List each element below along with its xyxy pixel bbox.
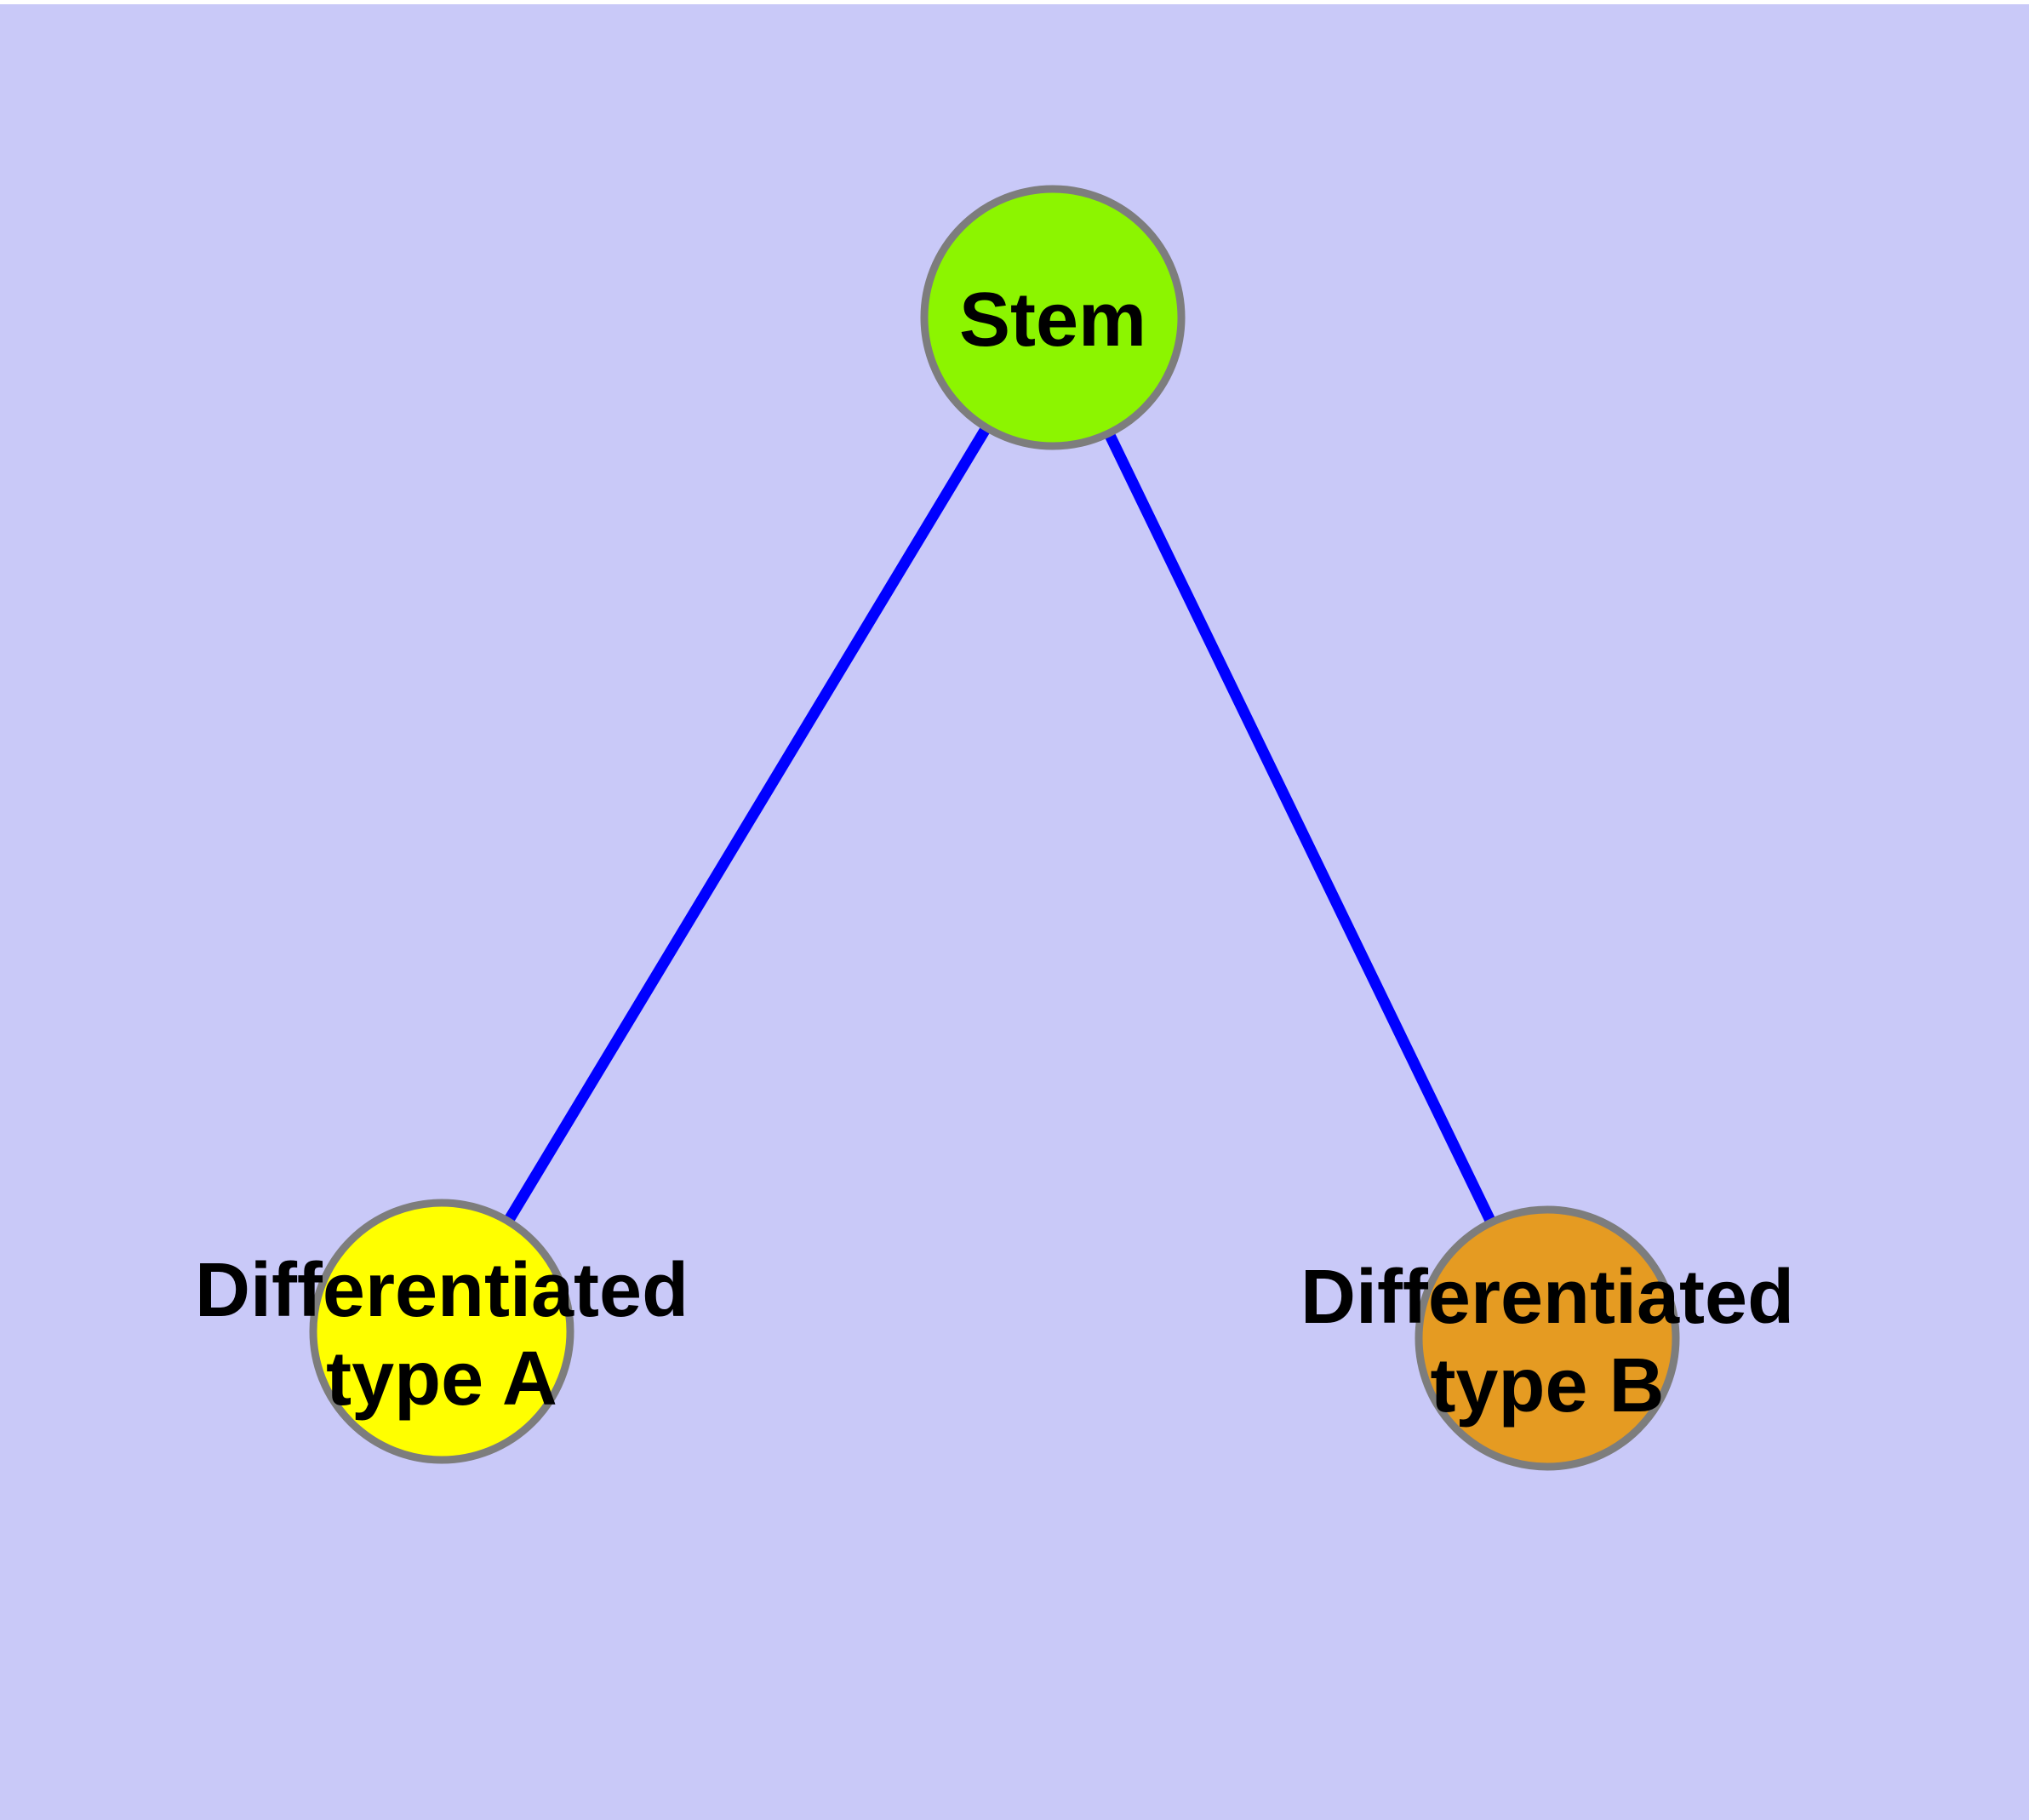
node-stem-label: Stem (958, 278, 1147, 363)
node-type-b-circle (1415, 1205, 1680, 1471)
node-type-a-label: Differentiated type A (194, 1248, 689, 1422)
node-stem-circle (920, 185, 1186, 450)
node-type-a-circle (309, 1199, 574, 1464)
edge-stem-to-type-b (1048, 315, 1552, 1341)
edge-stem-to-type-a (437, 314, 1058, 1335)
node-type-b-label: Differentiated type B (1300, 1255, 1795, 1428)
